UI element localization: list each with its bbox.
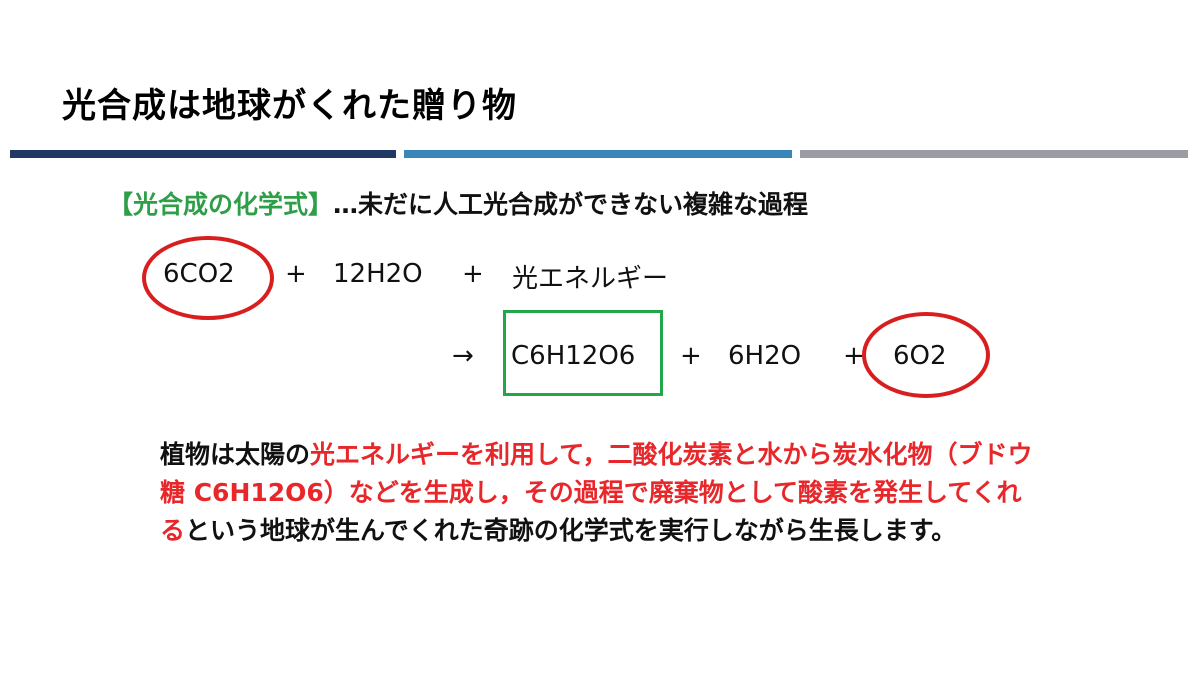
reaction-arrow: → xyxy=(452,341,474,371)
plus-sign: + xyxy=(843,341,865,371)
section-heading-description: …未だに人工光合成ができない複雑な過程 xyxy=(333,190,809,219)
slide-title: 光合成は地球がくれた贈り物 xyxy=(62,86,517,126)
plus-sign: + xyxy=(680,341,702,371)
glucose-highlight-box xyxy=(503,310,663,396)
divider-bar-blue xyxy=(404,150,792,158)
reactant-water: 12H2O xyxy=(333,259,423,289)
product-water: 6H2O xyxy=(728,341,802,371)
plus-sign: + xyxy=(462,259,484,289)
co2-highlight-circle xyxy=(142,236,274,320)
divider-bar-navy xyxy=(10,150,396,158)
explanation-text-highlight: 光エネルギーを利用して，二酸化炭素と水から炭水化物（ブドウ糖 C6H12O6）な… xyxy=(160,440,1033,545)
reactant-co2: 6CO2 xyxy=(163,259,235,289)
reactant-light-energy: 光エネルギー xyxy=(512,264,669,294)
section-heading-tag: 【光合成の化学式】 xyxy=(108,190,334,219)
section-heading: 【光合成の化学式】…未だに人工光合成ができない複雑な過程 xyxy=(108,185,808,221)
explanation-text-intro: 植物は太陽の xyxy=(160,440,311,469)
o2-highlight-circle xyxy=(862,312,990,398)
divider-bar-gray xyxy=(800,150,1188,158)
explanation-paragraph: 植物は太陽の光エネルギーを利用して，二酸化炭素と水から炭水化物（ブドウ糖 C6H… xyxy=(160,436,1040,550)
plus-sign: + xyxy=(285,259,307,289)
product-oxygen: 6O2 xyxy=(893,341,947,371)
product-glucose: C6H12O6 xyxy=(511,341,636,371)
explanation-text-outro: という地球が生んでくれた奇跡の化学式を実行しながら生長します。 xyxy=(185,516,957,545)
